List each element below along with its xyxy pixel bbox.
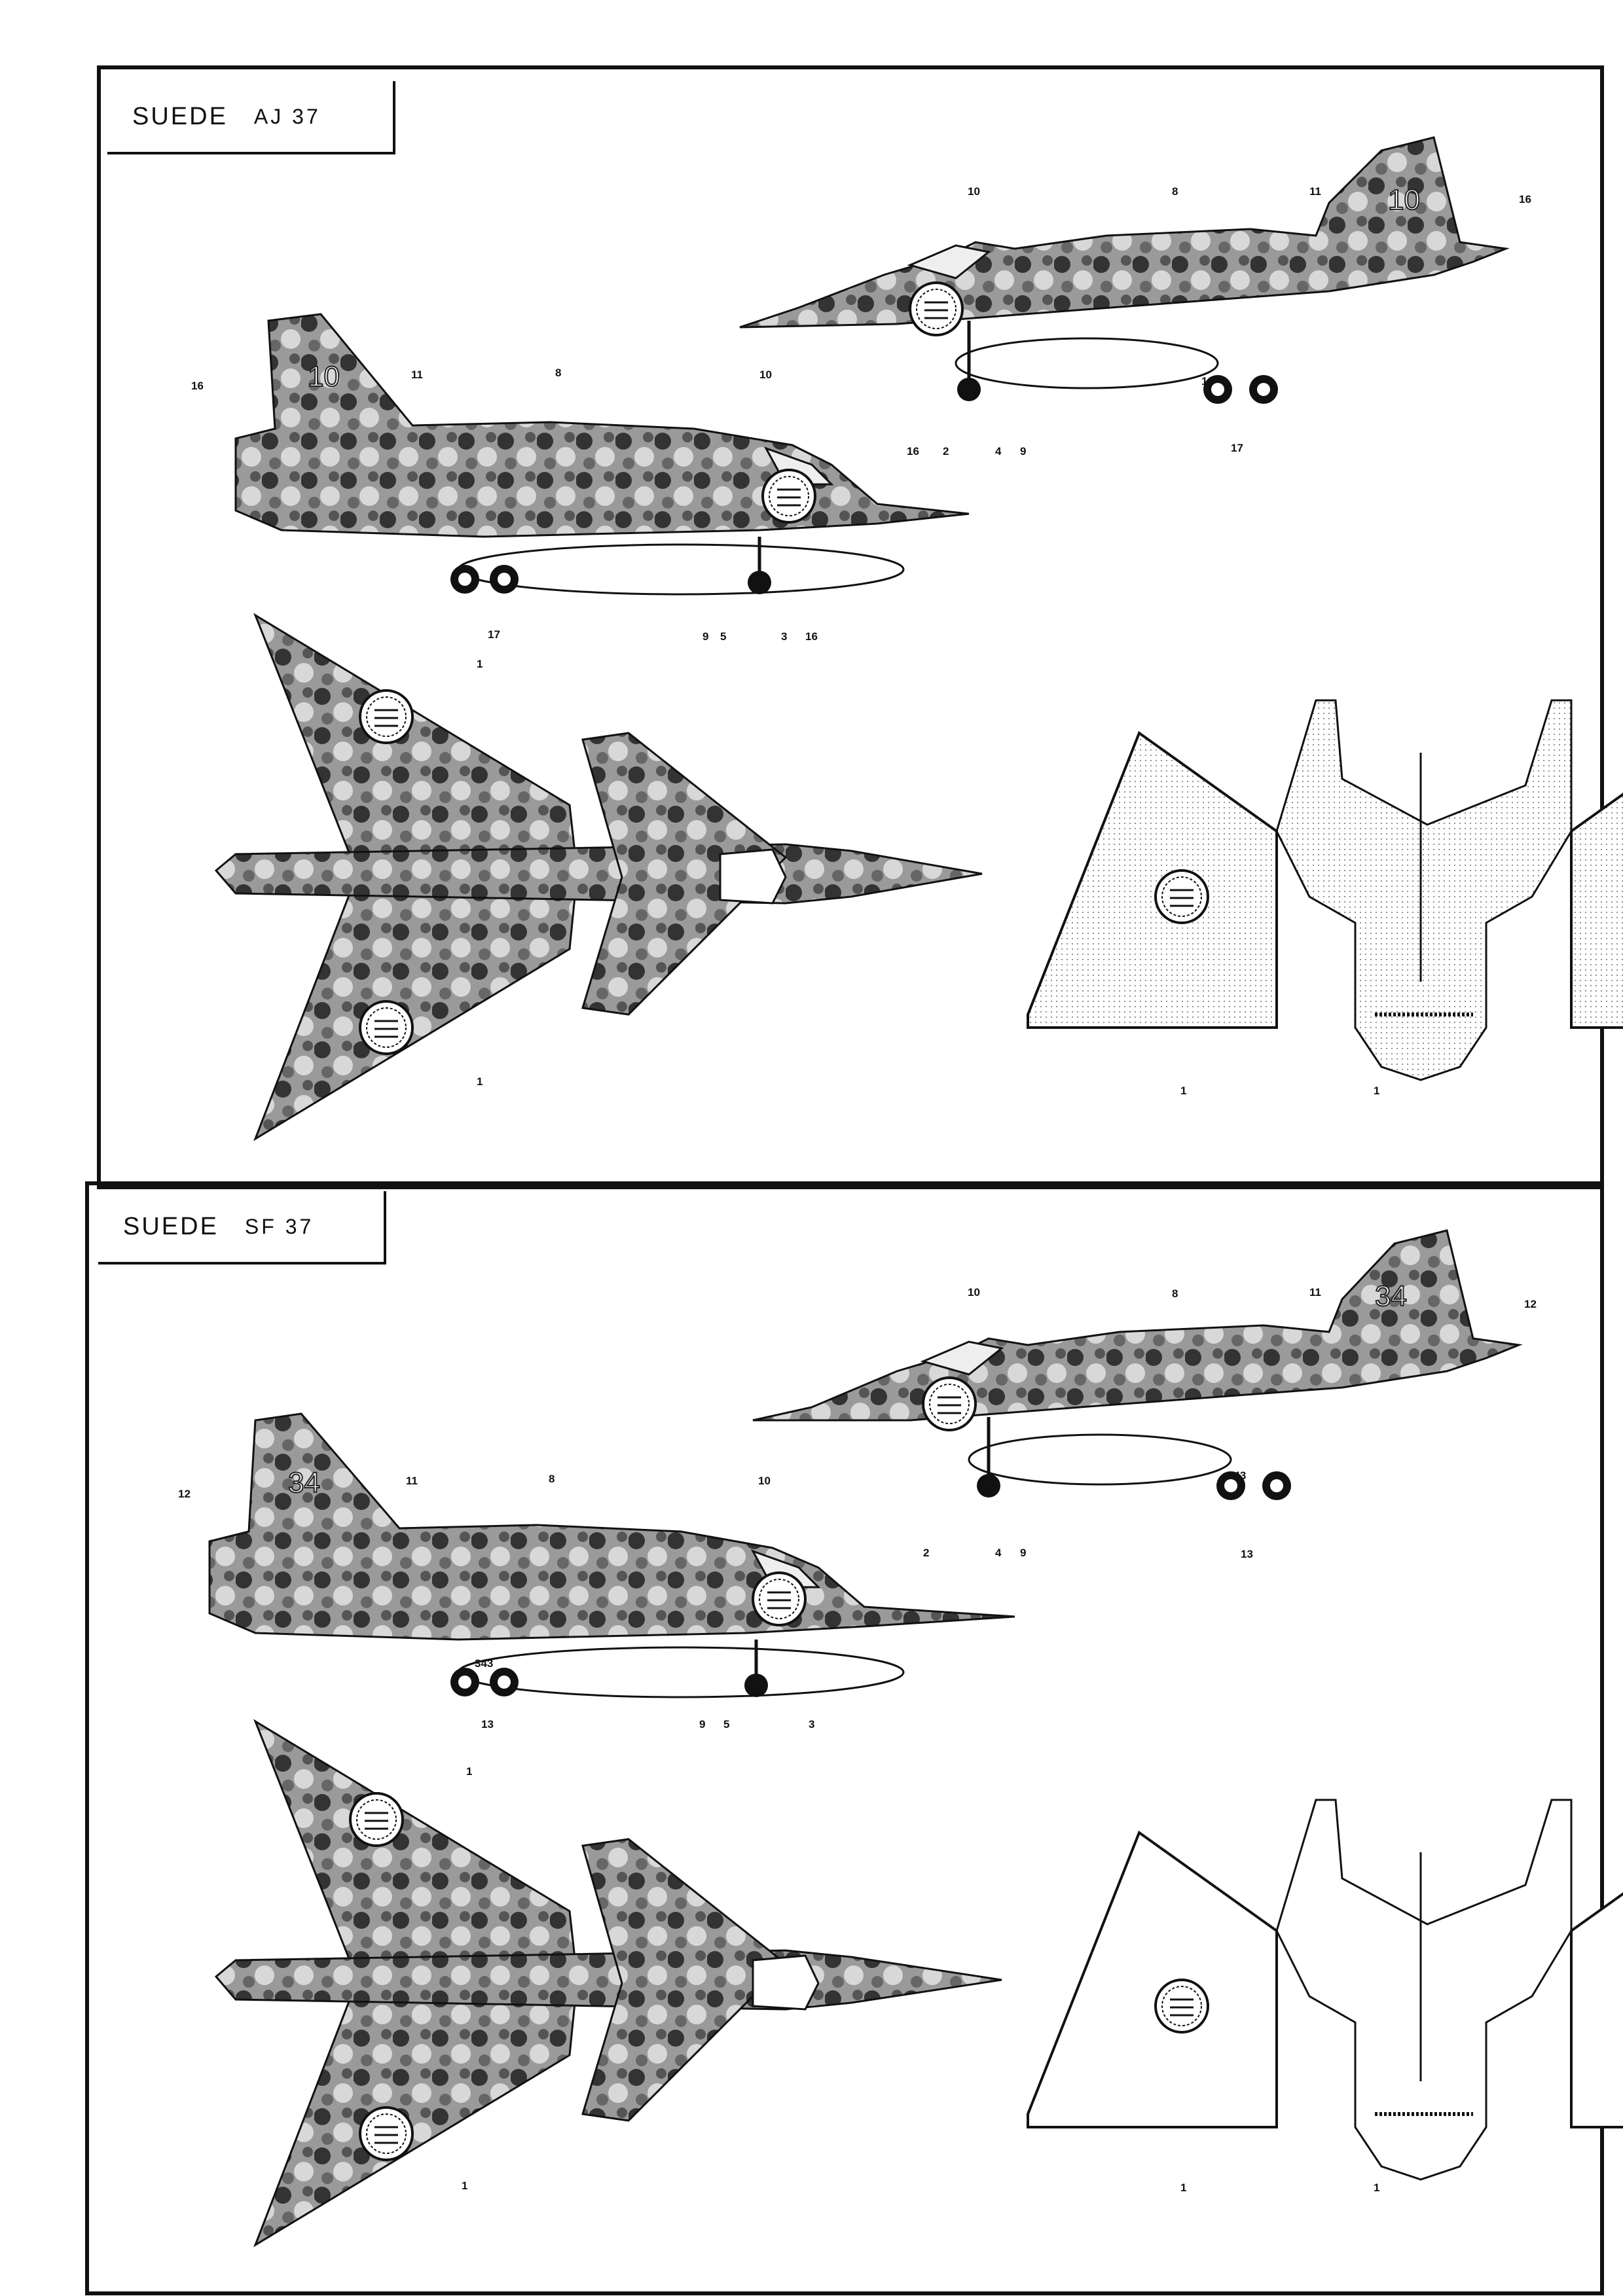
panel-aj37-label: SUEDE AJ 37 <box>107 81 395 154</box>
callout-number: 13 <box>1241 1548 1253 1560</box>
wheel-code: 10 <box>1201 375 1214 387</box>
callout-number: 11 <box>1309 1286 1321 1299</box>
callout-number: 3 <box>809 1718 814 1731</box>
wheel-code: 343 <box>475 1657 493 1670</box>
variant-label: AJ 37 <box>253 104 321 128</box>
panel-aj37-frame <box>97 65 1604 1189</box>
sf37-side-view-lower: 34 343 <box>208 1412 1015 1698</box>
callout-number: 5 <box>723 1718 729 1731</box>
callout-number: 12 <box>1524 1298 1537 1310</box>
callout-number: 1 <box>1180 2181 1186 2194</box>
sf37-underside-callouts: 1 1 <box>1180 2181 1379 2194</box>
callout-number: 10 <box>759 368 772 381</box>
variant-label: SF 37 <box>244 1214 314 1238</box>
aj37-lower-callouts: 16 11 8 10 9 5 3 16 17 <box>191 367 818 643</box>
callout-number: 1 <box>1180 1085 1186 1097</box>
aj37-side-view-upper: 10 10 <box>739 136 1510 404</box>
tail-code: 10 <box>308 361 340 393</box>
callout-number: 8 <box>555 367 561 379</box>
callout-number: 1 <box>462 2179 467 2192</box>
callout-number: 11 <box>406 1475 418 1487</box>
aj37-upper-callouts: 10 8 11 16 16 2 4 9 17 <box>907 185 1531 457</box>
sf37-underside-view <box>1027 1799 1623 2181</box>
callout-number: 5 <box>720 630 726 643</box>
callout-number: 8 <box>1172 185 1178 198</box>
callout-number: 17 <box>488 628 500 641</box>
callout-number: 16 <box>191 380 204 392</box>
sf37-upper-callouts: 10 8 11 12 2 4 9 13 <box>923 1286 1537 1560</box>
aj37-side-view-lower: 10 <box>234 313 970 596</box>
callout-number: 1 <box>477 1075 483 1088</box>
callout-number: 13 <box>481 1718 494 1731</box>
callout-number: 9 <box>702 630 708 643</box>
panel-sf37-label: SUEDE SF 37 <box>98 1191 386 1265</box>
callout-number: 10 <box>758 1475 771 1487</box>
aj37-plan-view <box>214 613 983 1141</box>
panel-sf37-frame <box>85 1181 1604 2295</box>
callout-number: 9 <box>1020 445 1026 457</box>
callout-number: 1 <box>477 658 483 670</box>
country-label: SUEDE <box>123 1212 219 1240</box>
callout-number: 9 <box>1020 1547 1026 1559</box>
callout-number: 10 <box>968 185 980 198</box>
callout-number: 9 <box>699 1718 705 1731</box>
country-label: SUEDE <box>132 102 228 130</box>
wheel-code: 343 <box>1228 1469 1246 1482</box>
aj37-plan-callouts: 1 1 <box>477 658 483 1088</box>
aj37-underside-view <box>1027 699 1623 1081</box>
callout-number: 3 <box>781 630 787 643</box>
callout-number: 2 <box>923 1547 929 1559</box>
callout-number: 4 <box>995 1547 1002 1559</box>
callout-number: 16 <box>1519 193 1531 206</box>
sf37-plan-callouts: 1 1 <box>462 1765 472 2192</box>
callout-number: 17 <box>1231 442 1243 454</box>
callout-number: 16 <box>907 445 919 457</box>
callout-number: 12 <box>178 1488 191 1500</box>
callout-number: 1 <box>466 1765 472 1778</box>
sf37-plan-view <box>214 1719 1002 2248</box>
sf37-side-view-upper: 34 343 <box>752 1229 1523 1500</box>
callout-number: 11 <box>1309 185 1321 198</box>
tail-code: 34 <box>1375 1280 1407 1312</box>
callout-number: 16 <box>805 630 818 643</box>
callout-number: 8 <box>549 1473 555 1485</box>
tail-code: 10 <box>1388 184 1420 216</box>
callout-number: 4 <box>995 445 1002 457</box>
callout-number: 1 <box>1374 2181 1379 2194</box>
sf37-lower-callouts: 12 11 8 10 9 5 3 13 <box>178 1473 814 1731</box>
callout-number: 10 <box>968 1286 980 1299</box>
callout-number: 2 <box>943 445 949 457</box>
callout-number: 1 <box>1374 1085 1379 1097</box>
tail-code: 34 <box>288 1467 320 1499</box>
callout-number: 11 <box>411 368 423 381</box>
aj37-underside-callouts: 1 1 <box>1180 1085 1379 1097</box>
callout-number: 8 <box>1172 1287 1178 1300</box>
